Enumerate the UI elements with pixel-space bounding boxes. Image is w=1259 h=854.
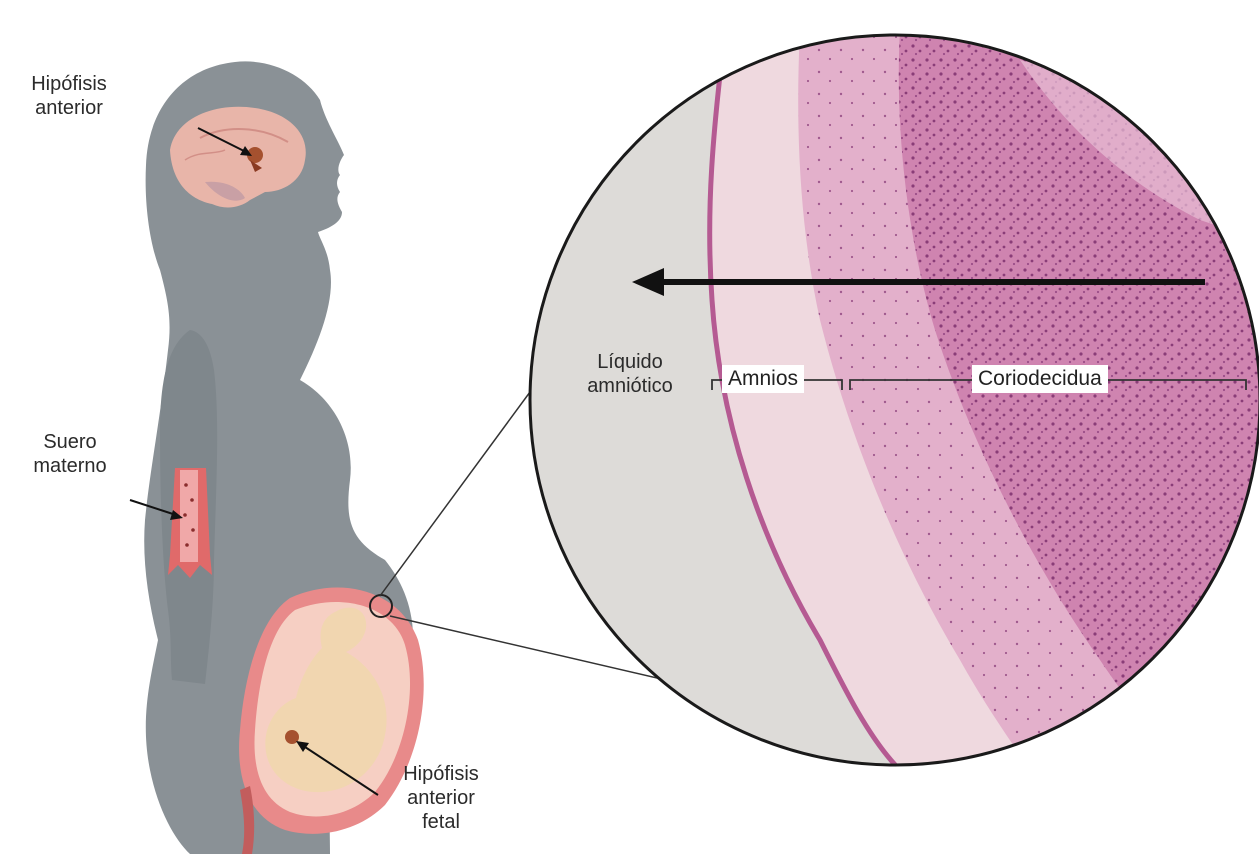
label-amniotic-fluid: Líquido amniótico [560,350,700,398]
label-fetal-pituitary: Hipófisis anterior fetal [386,762,496,834]
label-maternal-serum: Suero materno [20,430,120,478]
label-maternal-pituitary: Hipófisis anterior [14,72,124,120]
zoom-connector-top [380,392,530,596]
blood-vessel [168,468,212,578]
histology-magnifier [520,30,1259,770]
label-choriodecidua: Coriodecidua [972,365,1108,393]
label-amnion: Amnios [722,365,804,393]
